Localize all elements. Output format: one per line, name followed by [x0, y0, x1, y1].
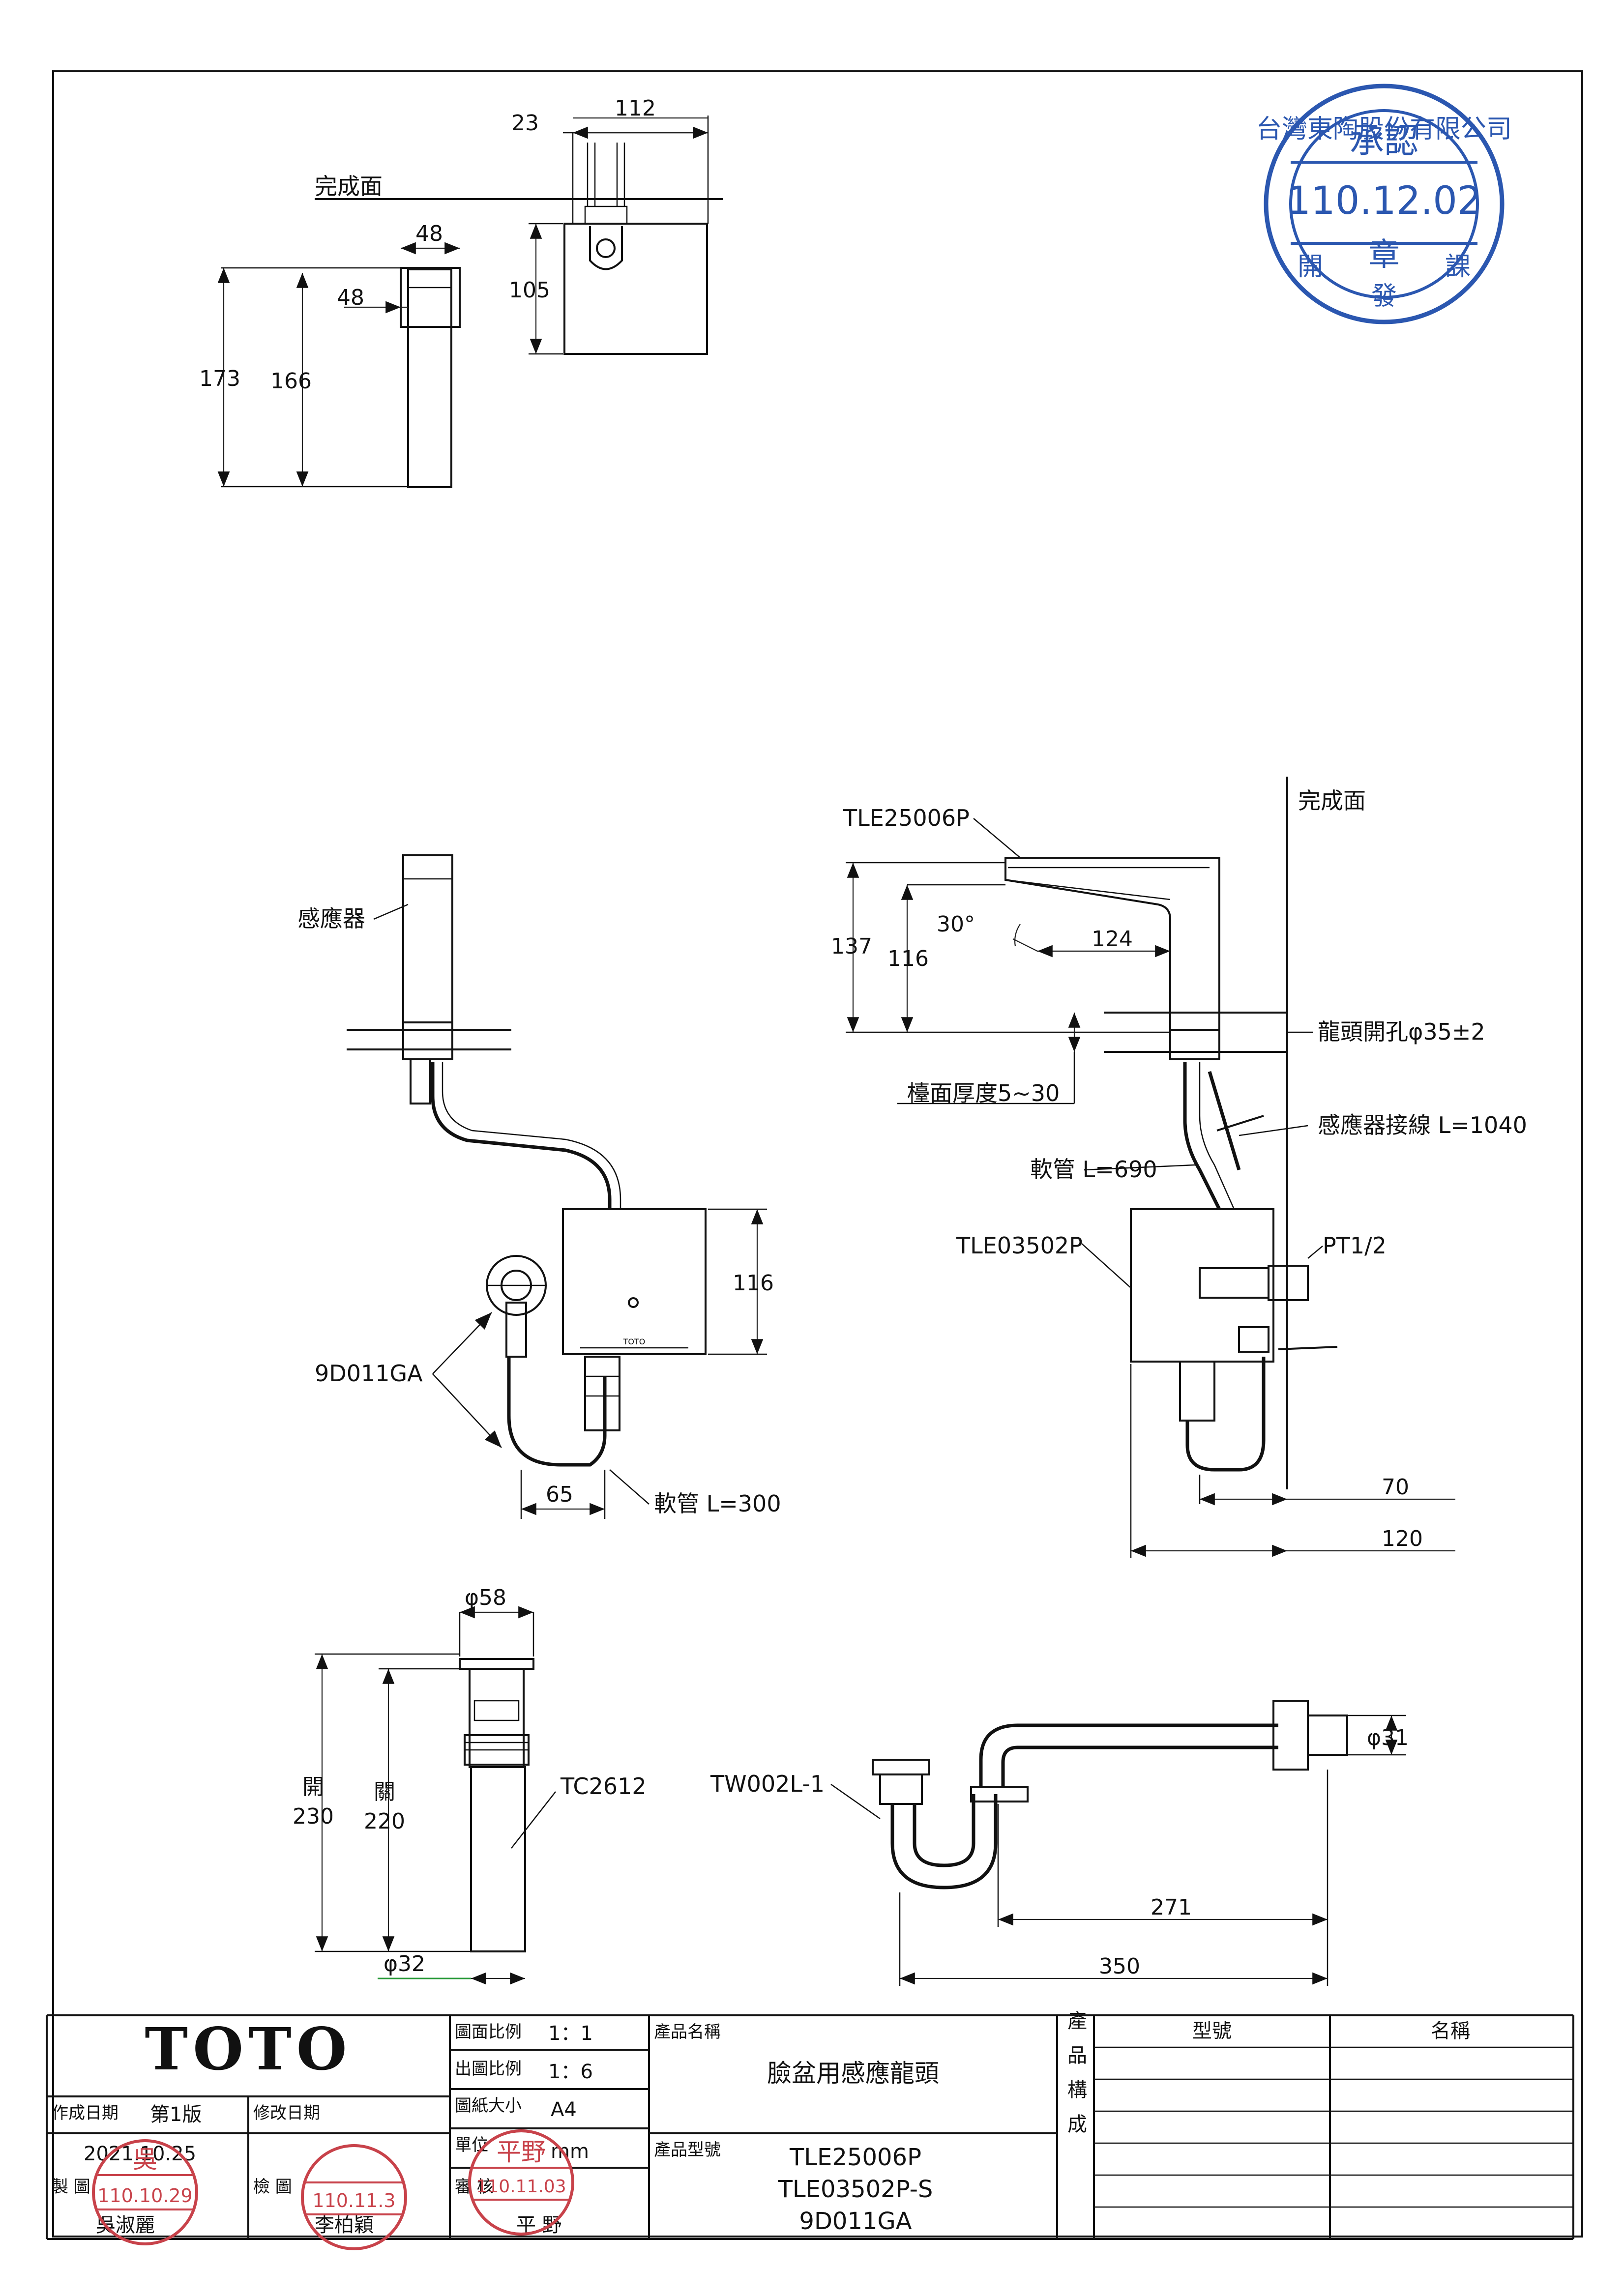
dim-angle-30: 30°	[937, 912, 975, 937]
print-scale-label: 出圖比例	[455, 2059, 522, 2079]
review-stamp-name: 平野	[497, 2138, 546, 2166]
product-model-label: 產品型號	[654, 2140, 721, 2160]
finish-surface-side: 完成面	[1298, 787, 1366, 814]
dim-48-top: 48	[415, 221, 443, 246]
drain-view: φ58 開 230 關 220 TC2612 φ32	[293, 1585, 647, 1985]
front-logo: TOTO	[623, 1337, 646, 1346]
dim-137: 137	[831, 934, 872, 959]
drawn-stamp-name: 吳	[133, 2145, 157, 2174]
version: 第1版	[150, 2103, 202, 2126]
dim-124: 124	[1092, 927, 1133, 952]
checked-label: 檢 圖	[253, 2177, 292, 2197]
title-block: TOTO 作成日期 第1版 修改日期 2021.10.25 製 圖 吳淑麗 檢 …	[46, 2010, 1574, 2240]
stamp-dept-mid: 發	[1371, 282, 1397, 311]
scale-label: 圖面比例	[455, 2022, 522, 2042]
dim-173: 173	[199, 366, 240, 391]
dim-120: 120	[1382, 1526, 1423, 1551]
label-sensor-cable: 感應器接線 L=1040	[1318, 1112, 1527, 1138]
paper-size-label: 圖紙大小	[455, 2096, 522, 2116]
stamp-dept-left: 開	[1298, 252, 1323, 282]
checked-by: 李柏穎	[315, 2214, 374, 2237]
created-date-label: 作成日期	[52, 2103, 118, 2123]
dim-48-side: 48	[337, 285, 364, 310]
label-trap-model: TW002L-1	[710, 1771, 825, 1797]
label-hose-690: 軟管 L=690	[1030, 1156, 1157, 1183]
label-box-model: TLE03502P	[956, 1232, 1083, 1259]
dim-105: 105	[509, 278, 550, 303]
stamp-company: 台灣東陶股份有限公司	[1256, 115, 1512, 144]
sheet-border	[52, 70, 1583, 2238]
product-model-3: 9D011GA	[799, 2208, 912, 2235]
review-label: 審 核	[455, 2177, 494, 2197]
dim-65: 65	[546, 1482, 573, 1507]
dim-31: φ31	[1367, 1725, 1409, 1750]
label-counter-thickness: 檯面厚度5~30	[907, 1080, 1060, 1106]
dim-112: 112	[615, 96, 656, 121]
dim-58: φ58	[465, 1585, 506, 1610]
label-thread: PT1/2	[1323, 1232, 1387, 1259]
composition-label: 產品構成	[1064, 2010, 1087, 2148]
stamp-date: 110.12.02	[1287, 179, 1482, 223]
dim-32: φ32	[384, 1951, 425, 1976]
dim-166: 166	[270, 369, 312, 394]
paper-size-value: A4	[551, 2098, 577, 2121]
column-name: 名稱	[1431, 2020, 1470, 2042]
dim-open-value: 230	[293, 1804, 334, 1829]
trap-view: φ31 TW002L-1 271 350	[710, 1700, 1409, 1986]
scale-value: 1：1	[548, 2022, 593, 2045]
review-stamp: 平野 110.11.03	[468, 2129, 574, 2236]
dim-70: 70	[1382, 1475, 1409, 1500]
product-model-1: TLE25006P	[789, 2144, 921, 2171]
stamp-approve: 承認	[1350, 120, 1418, 161]
review-stamp-date: 110.11.03	[476, 2177, 566, 2197]
dim-23: 23	[511, 111, 539, 136]
dim-116-front: 116	[733, 1271, 774, 1296]
label-sensor: 感應器	[297, 905, 365, 932]
unit-label: 單位	[455, 2135, 488, 2155]
check-stamp: 110.11.3	[301, 2144, 407, 2250]
label-hose-300: 軟管 L=300	[654, 1490, 781, 1517]
approval-stamp: 台灣東陶股份有限公司 承認 110.12.02 章 開 發 課	[1256, 84, 1512, 324]
label-faucet-model: TLE25006P	[843, 805, 970, 831]
product-name-label: 產品名稱	[654, 2022, 721, 2042]
product-model-2: TLE03502P-S	[778, 2176, 933, 2203]
top-view: 完成面 48 48 173 166 23 112	[199, 96, 723, 488]
dim-close-value: 220	[364, 1809, 405, 1834]
front-view: TOTO 116 65 感應器 9D011GA 軟管 L=300	[297, 854, 781, 1519]
check-stamp-date: 110.11.3	[312, 2190, 395, 2211]
column-model: 型號	[1192, 2020, 1232, 2042]
revised-date-label: 修改日期	[253, 2103, 320, 2123]
label-hole: 龍頭開孔φ35±2	[1318, 1018, 1485, 1045]
dim-116-side: 116	[887, 946, 929, 971]
drawn-stamp-date: 110.10.29	[97, 2185, 192, 2207]
drawn-stamp: 吳 110.10.29	[92, 2139, 198, 2245]
drawn-label: 製 圖	[52, 2177, 90, 2197]
dim-close-label: 關	[374, 1779, 395, 1804]
stamp-seal: 章	[1368, 237, 1400, 273]
finish-surface-label: 完成面	[315, 173, 383, 200]
dim-350: 350	[1099, 1954, 1140, 1979]
side-view: 完成面 137 116 124 30° TLE25	[831, 777, 1527, 1558]
dim-open-label: 開	[302, 1774, 324, 1800]
stamp-dept-right: 課	[1445, 252, 1471, 282]
product-name: 臉盆用感應龍頭	[767, 2059, 939, 2088]
label-drain-model: TC2612	[560, 1773, 647, 1800]
label-valve-front: 9D011GA	[315, 1360, 423, 1387]
dim-271: 271	[1151, 1895, 1192, 1920]
print-scale-value: 1：6	[548, 2061, 593, 2083]
brand-logo: TOTO	[145, 2015, 352, 2083]
